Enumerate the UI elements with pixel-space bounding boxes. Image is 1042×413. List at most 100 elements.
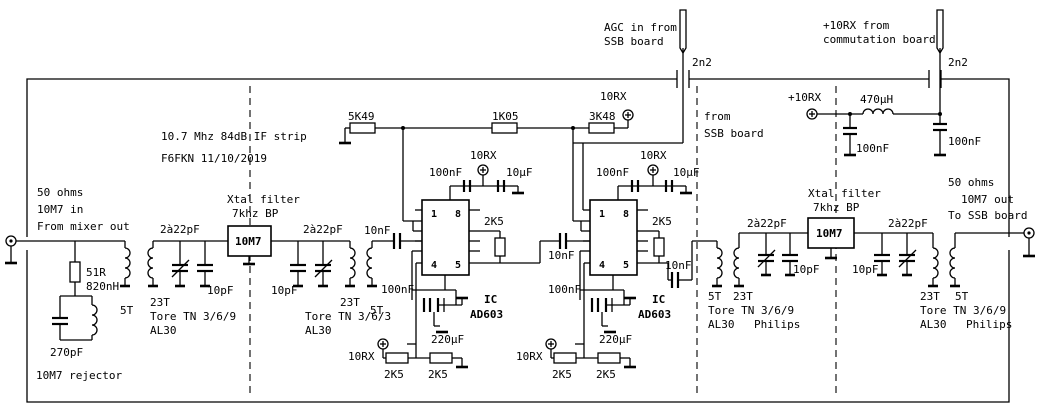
cap-10pf-2	[290, 241, 306, 288]
ic1-part: AD603	[470, 308, 503, 321]
ic2-100nf: 100nF	[596, 166, 629, 179]
svg-text:From mixer out: From mixer out	[37, 220, 130, 233]
ic1-pin4: 4	[431, 260, 437, 271]
ic1-10uf: 10µF	[506, 166, 533, 179]
t4-tore: Tore TN 3/6/9	[920, 304, 1006, 317]
ic1-bottom-decoupling	[412, 275, 468, 334]
t3-philips: Philips	[754, 318, 800, 331]
svg-text:10M7 in: 10M7 in	[37, 203, 83, 216]
c10nf-3-label: 10nF	[665, 259, 692, 272]
transformer-1	[120, 240, 228, 288]
r51-label: 51R	[86, 266, 106, 279]
ic2-supply	[617, 164, 692, 200]
trim2-label: 2à22pF	[303, 223, 343, 236]
ic1-supply	[449, 164, 524, 200]
trim4-label: 2à22pF	[888, 217, 928, 230]
ic1-pin5: 5	[455, 260, 461, 271]
agc-label-1: AGC in from	[604, 21, 677, 34]
ic1-100nf-2: 100nF	[381, 283, 414, 296]
c10pf-2-label: 10pF	[271, 284, 298, 297]
t1-5t: 5T	[120, 304, 134, 317]
t1-23t: 23T	[150, 296, 170, 309]
trim1-label: 2à22pF	[160, 223, 200, 236]
page-author: F6FKN 11/10/2019	[161, 152, 267, 165]
cap-10pf-4	[874, 233, 890, 277]
cap-2n2-agc	[676, 70, 690, 88]
rx-supply-filter	[806, 108, 947, 157]
from-ssb-2: SSB board	[704, 127, 764, 140]
svg-text:10M7 out: 10M7 out	[961, 193, 1014, 206]
ic2-ic: IC	[652, 293, 665, 306]
ic1-220uf: 220µF	[431, 333, 464, 346]
c270-label: 270pF	[50, 346, 83, 359]
ic2-feedback	[648, 230, 665, 263]
ic2-wiring	[572, 128, 590, 345]
from-ssb-1: from	[704, 110, 731, 123]
ic1-feedback	[480, 230, 506, 263]
cap-10pf-1	[197, 241, 213, 288]
ic1-10rx: 10RX	[470, 149, 497, 162]
r1k05-label: 1K05	[492, 110, 519, 123]
t4-philips: Philips	[966, 318, 1012, 331]
rejector-label: 10M7 rejector	[36, 369, 122, 382]
svg-text:50 ohms: 50 ohms	[948, 176, 994, 189]
t4-23t: 23T	[920, 290, 940, 303]
ic2-220uf: 220µF	[599, 333, 632, 346]
trimmer-2	[314, 241, 333, 288]
cap-10nf-interstage	[496, 233, 590, 264]
ic2-2k5-b2: 2K5	[596, 368, 616, 381]
r5k49-label: 5K49	[348, 110, 375, 123]
ic1-10rx-bottom: 10RX	[348, 350, 375, 363]
t2-tore: Tore TN 3/6/3	[305, 310, 391, 323]
ic1-ic: IC	[484, 293, 497, 306]
c2n2-2-label: 2n2	[948, 56, 968, 69]
ic2-pin5: 5	[623, 260, 629, 271]
trimmer-1	[171, 241, 190, 288]
l820-label: 820nH	[86, 280, 119, 293]
ic2-body	[589, 199, 638, 276]
ic2-part: AD603	[638, 308, 671, 321]
r3k48-label: 3K48	[589, 110, 616, 123]
xtal1-band: 7khz BP	[232, 207, 279, 220]
ic1-pins	[415, 209, 496, 264]
transformer-2	[345, 241, 377, 288]
t1-tore: Tore TN 3/6/9	[150, 310, 236, 323]
ic2-pin4: 4	[599, 260, 605, 271]
l470-label: 470µH	[860, 93, 893, 106]
ic1-100nf: 100nF	[429, 166, 462, 179]
t1-al30: AL30	[150, 324, 177, 337]
cap-2n2-rx	[928, 70, 942, 88]
rx-label-1: +10RX from	[823, 19, 890, 32]
ic2-100nf-2: 100nF	[548, 283, 581, 296]
ic2-pin8: 8	[623, 209, 629, 220]
ic2-2k5: 2K5	[652, 215, 672, 228]
t3-5t: 5T	[708, 290, 722, 303]
ic2-pins	[583, 209, 668, 264]
trimmer-4	[898, 233, 917, 277]
ic1-2k5: 2K5	[484, 215, 504, 228]
ic1-wiring	[402, 128, 422, 345]
c10pf-3-label: 10pF	[793, 263, 820, 276]
ic2-10uf: 10µF	[673, 166, 700, 179]
ic2-2k5-b1: 2K5	[552, 368, 572, 381]
rx-label-2: commutation board	[823, 33, 936, 46]
xtal2-band: 7khz BP	[813, 201, 860, 214]
ic1-pin8: 8	[455, 209, 461, 220]
output-connector	[1023, 227, 1035, 258]
xtal1-title: Xtal filter	[227, 193, 300, 206]
svg-text:To SSB board: To SSB board	[948, 209, 1027, 222]
t2-al30: AL30	[305, 324, 332, 337]
rail-10rx-top	[622, 109, 634, 129]
xtal2-chip-label: 10M7	[816, 227, 843, 240]
trim3-label: 2à22pF	[747, 217, 787, 230]
rail-10rx-top-label: 10RX	[600, 90, 627, 103]
c2n2-1-label: 2n2	[692, 56, 712, 69]
t3-23t: 23T	[733, 290, 753, 303]
cap-10nf-out	[667, 240, 717, 288]
transformer-3	[712, 232, 808, 288]
c100nf-rx2: 100nF	[948, 135, 981, 148]
ic1-bottom-resistors	[377, 338, 468, 369]
ic2-bottom-decoupling	[580, 275, 636, 334]
control-divider	[339, 122, 622, 145]
